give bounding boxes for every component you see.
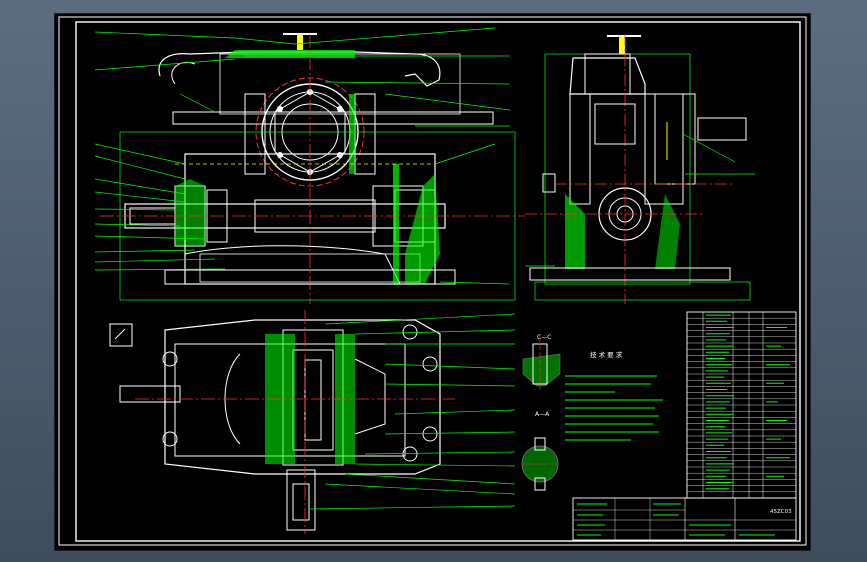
cad-viewport[interactable]: C—C A—A 技 术 要 求 [55, 14, 810, 550]
section-label-aa: A—A [535, 411, 550, 418]
top-view [109, 310, 516, 534]
technical-requirements: 技 术 要 求 [565, 350, 663, 441]
front-view [94, 27, 525, 304]
parts-list [686, 311, 797, 499]
sheet-outer-border [58, 16, 807, 546]
assembly-drawing: C—C A—A 技 术 要 求 [58, 16, 807, 546]
title-block: 45ZC03 [572, 497, 797, 541]
sheet-inner-border [75, 21, 801, 542]
tech-req-title: 技 术 要 求 [590, 350, 623, 359]
section-indicator-box [109, 323, 133, 347]
section-label-cc: C—C [537, 334, 551, 341]
drawing-code: 45ZC03 [770, 509, 792, 515]
section-details: C—C A—A [521, 334, 561, 491]
side-view [525, 34, 755, 304]
